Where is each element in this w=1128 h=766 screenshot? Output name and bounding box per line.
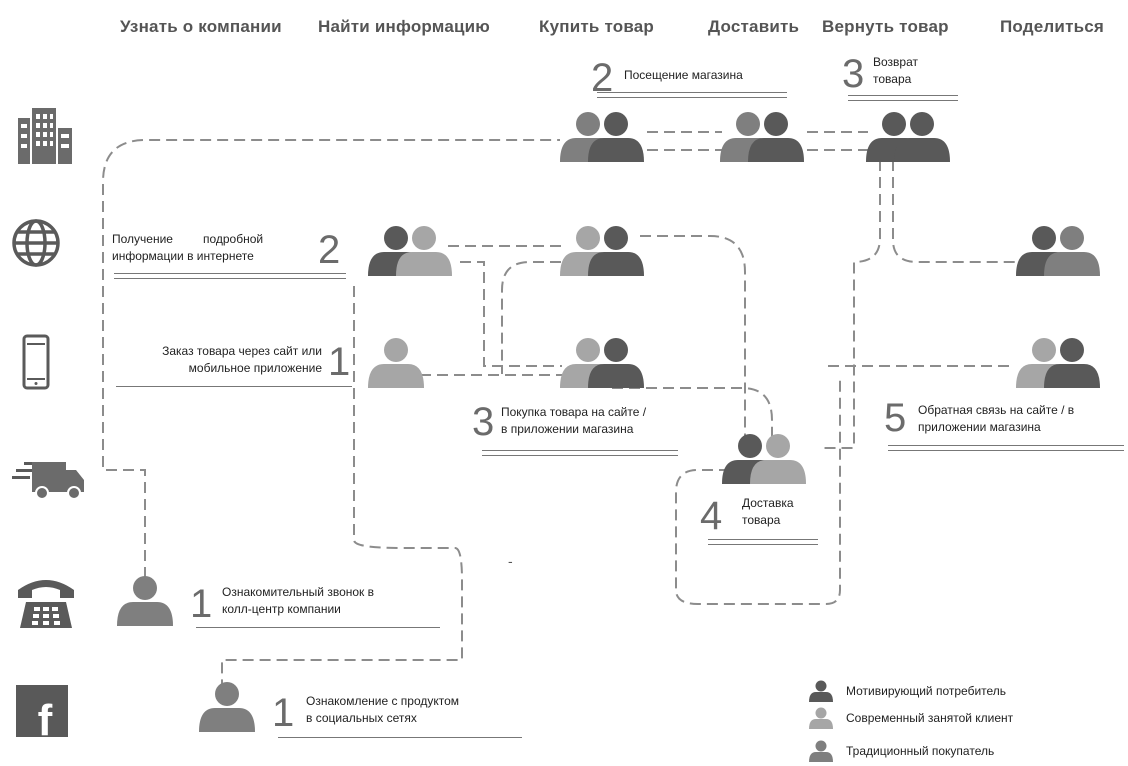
step-call-underline (196, 627, 440, 628)
group-delivery (722, 434, 806, 484)
group-share-top (1016, 226, 1100, 276)
step-online-info-number: 2 (318, 228, 341, 272)
step-purchase-underline (482, 450, 678, 456)
header-share: Поделиться (1000, 17, 1105, 36)
step-social-number: 1 (272, 691, 295, 735)
step-order-number: 1 (328, 340, 351, 384)
step-order-underline (116, 386, 352, 387)
group-store-visit (560, 112, 644, 162)
svg-text:f: f (38, 696, 53, 745)
group-return (866, 112, 950, 162)
header-return-product: Вернуть товар (822, 17, 949, 36)
step-return-number: 3 (842, 52, 865, 96)
facebook-icon: f (16, 685, 68, 745)
svg-text:-: - (508, 553, 513, 569)
step-return-underline (848, 95, 958, 101)
step-call-number: 1 (190, 582, 213, 626)
group-deliver-store (720, 112, 804, 162)
step-purchase-label: Покупка товара на сайте /в приложении ма… (501, 405, 647, 436)
step-delivery-number: 4 (700, 494, 723, 538)
step-store-visit-number: 2 (591, 56, 614, 100)
globe-icon (12, 219, 60, 267)
delivery-truck-icon (12, 462, 84, 500)
step-store-visit-label: Посещение магазина (624, 68, 743, 82)
step-store-visit-underline (597, 92, 787, 98)
header-learn-about-company: Узнать о компании (120, 17, 282, 36)
header-deliver: Доставить (708, 17, 800, 36)
building-icon (18, 108, 72, 164)
header-find-info: Найти информацию (318, 17, 491, 36)
person-social (199, 682, 255, 732)
step-feedback-number: 5 (884, 396, 907, 440)
smartphone-icon (22, 334, 50, 390)
step-feedback-underline (888, 445, 1124, 451)
group-order-single (368, 338, 424, 388)
telephone-icon (18, 580, 74, 628)
group-buy-online (560, 226, 644, 276)
step-delivery-underline (708, 539, 818, 545)
group-purchase (560, 338, 644, 388)
step-purchase-number: 3 (472, 400, 495, 444)
step-social-underline (278, 737, 522, 738)
header-buy-product: Купить товар (539, 17, 655, 36)
person-call (117, 576, 173, 626)
group-online-info (368, 226, 452, 276)
step-online-info-underline (114, 273, 346, 279)
connector-paths (102, 131, 1015, 685)
group-share-bottom (1016, 338, 1100, 388)
